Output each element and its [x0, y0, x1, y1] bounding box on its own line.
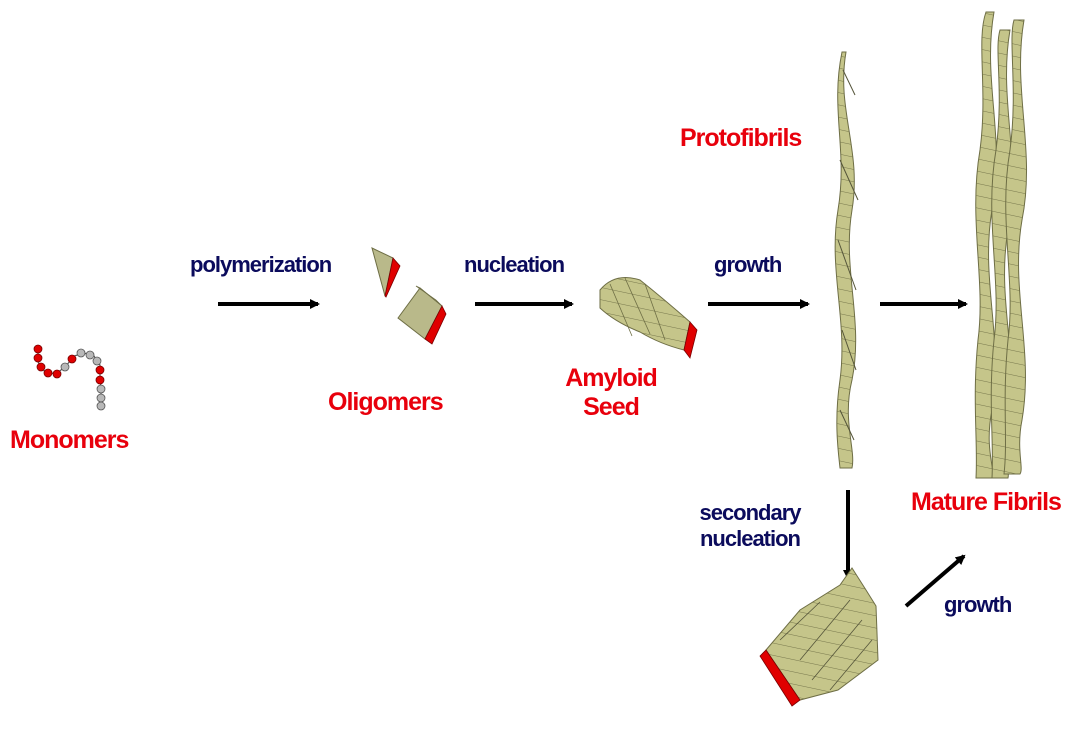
secondary-seed-graphic: [760, 568, 878, 706]
monomer-bead: [93, 357, 101, 365]
protofibrils-label: Protofibrils: [680, 124, 801, 153]
secondary-nucleation-label: secondary nucleation: [690, 500, 810, 552]
growth-label: growth: [714, 252, 781, 278]
monomer-bead: [68, 355, 76, 363]
monomer-bead: [96, 366, 104, 374]
monomer-bead: [97, 394, 105, 402]
monomer-bead: [86, 351, 94, 359]
secondary-growth-label: growth: [944, 592, 1011, 618]
monomer-bead: [96, 376, 104, 384]
amyloid-seed-graphic: [600, 278, 697, 358]
secondary-nucleation-label-line2: nucleation: [690, 526, 810, 552]
monomer-bead: [53, 370, 61, 378]
monomer-bead: [97, 402, 105, 410]
monomer-bead: [34, 345, 42, 353]
monomer-bead: [97, 385, 105, 393]
monomer-bead: [34, 354, 42, 362]
monomers-label: Monomers: [10, 426, 128, 455]
protofibril-graphic: [835, 52, 858, 468]
amyloid-seed-label: Amyloid Seed: [556, 364, 666, 422]
oligomers-label: Oligomers: [328, 388, 443, 417]
monomer-bead: [61, 363, 69, 371]
monomer-chain: [34, 345, 105, 410]
mature-fibrils-label: Mature Fibrils: [911, 488, 1061, 517]
monomer-bead: [37, 363, 45, 371]
amyloid-seed-label-line2: Seed: [556, 393, 666, 422]
monomer-bead: [44, 369, 52, 377]
polymerization-label: polymerization: [190, 252, 331, 278]
amyloid-seed-label-line1: Amyloid: [556, 364, 666, 393]
oligomers-graphic: [372, 248, 446, 344]
secondary-nucleation-label-line1: secondary: [690, 500, 810, 526]
nucleation-label: nucleation: [464, 252, 564, 278]
mature-fibril-graphic: [975, 12, 1026, 478]
monomer-bead: [77, 349, 85, 357]
